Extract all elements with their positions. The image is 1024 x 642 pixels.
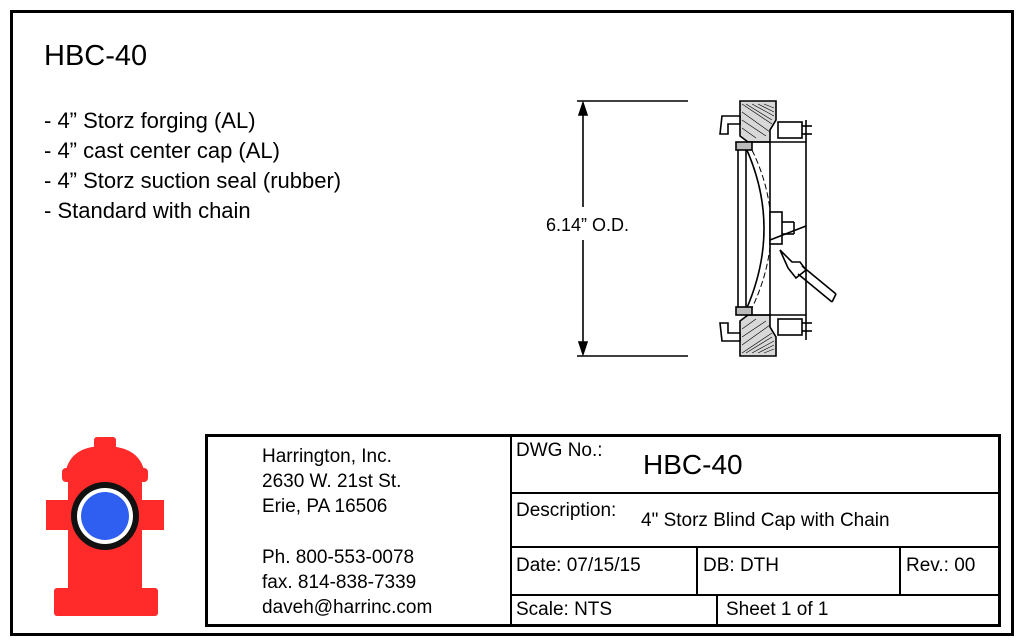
company-phone: Ph. 800-553-0078 bbox=[262, 547, 415, 568]
dimension-label: 6.14” O.D. bbox=[546, 215, 629, 235]
rev-value: Rev.: 00 bbox=[906, 555, 976, 576]
company-contact: Ph. 800-553-0078 fax. 814-838-7339 daveh… bbox=[262, 545, 432, 620]
company-name: Harrington, Inc. bbox=[262, 446, 392, 467]
drawing-frame bbox=[10, 10, 1014, 636]
company-street: 2630 W. 21st St. bbox=[262, 471, 402, 492]
description-label: Description: bbox=[516, 500, 617, 521]
db-value: DB: DTH bbox=[703, 555, 779, 576]
company-city: Erie, PA 16506 bbox=[262, 496, 388, 517]
spec-item: - Standard with chain bbox=[44, 198, 251, 223]
company-address: Harrington, Inc. 2630 W. 21st St. Erie, … bbox=[262, 444, 401, 519]
drawing-title: HBC-40 bbox=[44, 40, 148, 72]
spec-list: - 4” Storz forging (AL) - 4” cast center… bbox=[44, 106, 341, 226]
dwg-number: HBC-40 bbox=[643, 449, 743, 480]
sheet-value: Sheet 1 of 1 bbox=[726, 599, 829, 620]
sheet-cell bbox=[716, 594, 1001, 627]
dwg-label: DWG No.: bbox=[516, 440, 603, 461]
spec-item: - 4” Storz forging (AL) bbox=[44, 108, 256, 133]
description-value: 4" Storz Blind Cap with Chain bbox=[641, 510, 890, 531]
spec-item: - 4” cast center cap (AL) bbox=[44, 138, 280, 163]
spec-item: - 4” Storz suction seal (rubber) bbox=[44, 168, 342, 193]
cap-section-drawing: 6.14” O.D. bbox=[546, 100, 837, 357]
date-value: Date: 07/15/15 bbox=[516, 555, 641, 576]
company-fax: fax. 814-838-7339 bbox=[262, 572, 417, 593]
fire-hydrant-icon bbox=[46, 437, 164, 616]
scale-value: Scale: NTS bbox=[516, 599, 613, 620]
company-email: daveh@harrinc.com bbox=[262, 597, 433, 618]
